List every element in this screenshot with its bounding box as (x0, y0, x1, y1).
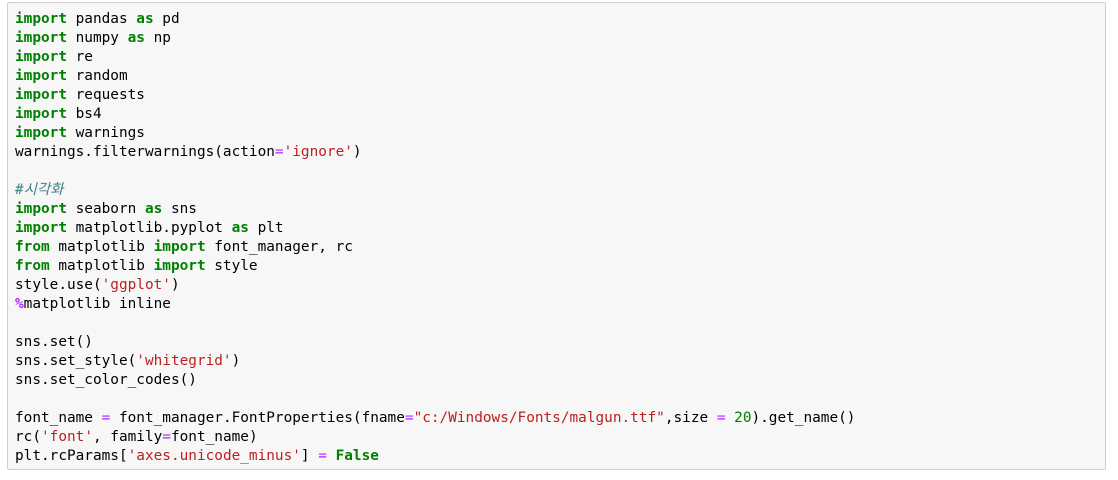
code-token: ,size (664, 410, 717, 426)
code-line: import pandas as pd (15, 10, 855, 29)
keyword-token: import (153, 239, 206, 255)
code-token: ) (352, 144, 362, 160)
keyword-token: import (15, 201, 67, 217)
code-token: font_name) (170, 429, 258, 445)
operator-token: = (716, 410, 726, 426)
keyword-token: from (15, 258, 50, 274)
keyword-token: import (15, 125, 67, 141)
code-token: matplotlib (49, 239, 154, 255)
code-token: ) (170, 277, 180, 293)
keyword-token: as (144, 201, 163, 217)
code-line: sns.set_color_codes() (15, 371, 855, 390)
code-line (15, 162, 855, 181)
operator-token: = (404, 410, 414, 426)
code-token: warnings.filterwarnings(action (15, 144, 275, 160)
code-token: bs4 (66, 106, 102, 122)
keyword-token: import (15, 49, 67, 65)
string-token: 'ggplot' (101, 277, 171, 293)
code-token: style.use( (15, 277, 102, 293)
code-token: np (144, 30, 171, 46)
keyword-token: import (153, 258, 206, 274)
code-token: ] (300, 448, 319, 464)
keyword-token: import (15, 106, 67, 122)
keyword-token: import (15, 220, 67, 236)
string-token: 'axes.unicode_minus' (127, 448, 301, 464)
keyword-token: import (15, 68, 67, 84)
code-line: sns.set() (15, 333, 855, 352)
code-token: font_name (15, 410, 102, 426)
keyword-token: as (231, 220, 249, 236)
code-token: ) (231, 353, 241, 369)
code-token: sns (162, 201, 197, 217)
code-line: import re (15, 48, 855, 67)
operator-token: = (101, 410, 111, 426)
keyword-token: import (15, 87, 67, 103)
code-token: sns.set_style( (15, 353, 137, 369)
code-token: random (66, 68, 128, 84)
code-token: plt (248, 220, 284, 236)
code-line: style.use('ggplot') (15, 276, 855, 295)
code-line: import numpy as np (15, 29, 855, 48)
string-token: 'whitegrid' (136, 353, 232, 369)
code-line: import random (15, 67, 855, 86)
code-line: rc('font', family=font_name) (15, 428, 855, 447)
keyword-token: import (15, 11, 67, 27)
code-token: pandas (66, 11, 137, 27)
string-token: 'font' (41, 429, 93, 445)
code-line: import seaborn as sns (15, 200, 855, 219)
code-line: import requests (15, 86, 855, 105)
operator-token: = (318, 448, 327, 464)
code-line (15, 390, 855, 409)
code-token (725, 410, 734, 426)
operator-token: = (274, 144, 284, 160)
keyword-token: from (15, 239, 50, 255)
number-token: 20 (734, 410, 752, 426)
code-token: re (66, 49, 93, 65)
code-token: sns.set() (15, 334, 93, 350)
code-token: font_manager, rc (205, 239, 353, 255)
code-line: %matplotlib inline (15, 295, 855, 314)
code-token: plt.rcParams[ (15, 448, 128, 464)
code-line: font_name = font_manager.FontProperties(… (15, 409, 855, 428)
code-line: #시각화 (15, 181, 855, 200)
comment-token: #시각화 (15, 182, 64, 198)
code-token: matplotlib inline (23, 296, 171, 312)
keyword-token: as (127, 30, 145, 46)
keyword-token: import (15, 30, 67, 46)
code-token (327, 448, 336, 464)
constant-token: False (335, 448, 379, 464)
code-token: requests (66, 87, 145, 103)
code-token: , family (92, 429, 163, 445)
code-line: sns.set_style('whitegrid') (15, 352, 855, 371)
operator-token: = (162, 429, 171, 445)
code-line: plt.rcParams['axes.unicode_minus'] = Fal… (15, 447, 855, 466)
code-token: matplotlib.pyplot (66, 220, 232, 236)
string-token: 'ignore' (283, 144, 353, 160)
code-token: ).get_name() (751, 410, 856, 426)
code-token: sns.set_color_codes() (15, 372, 197, 388)
code-token: seaborn (66, 201, 145, 217)
code-token: warnings (66, 125, 145, 141)
code-token: pd (153, 11, 180, 27)
code-token: rc( (15, 429, 41, 445)
code-token: matplotlib (49, 258, 154, 274)
keyword-token: as (136, 11, 154, 27)
code-line: import warnings (15, 124, 855, 143)
code-line: import matplotlib.pyplot as plt (15, 219, 855, 238)
code-token: font_manager.FontProperties(fname (110, 410, 405, 426)
magic-token: % (15, 296, 24, 312)
code-line: from matplotlib import style (15, 257, 855, 276)
code-line: from matplotlib import font_manager, rc (15, 238, 855, 257)
string-token: "c:/Windows/Fonts/malgun.ttf" (413, 410, 665, 426)
code-line: warnings.filterwarnings(action='ignore') (15, 143, 855, 162)
code-line (15, 314, 855, 333)
code-token: style (205, 258, 258, 274)
code-token: numpy (66, 30, 128, 46)
code-line: import bs4 (15, 105, 855, 124)
